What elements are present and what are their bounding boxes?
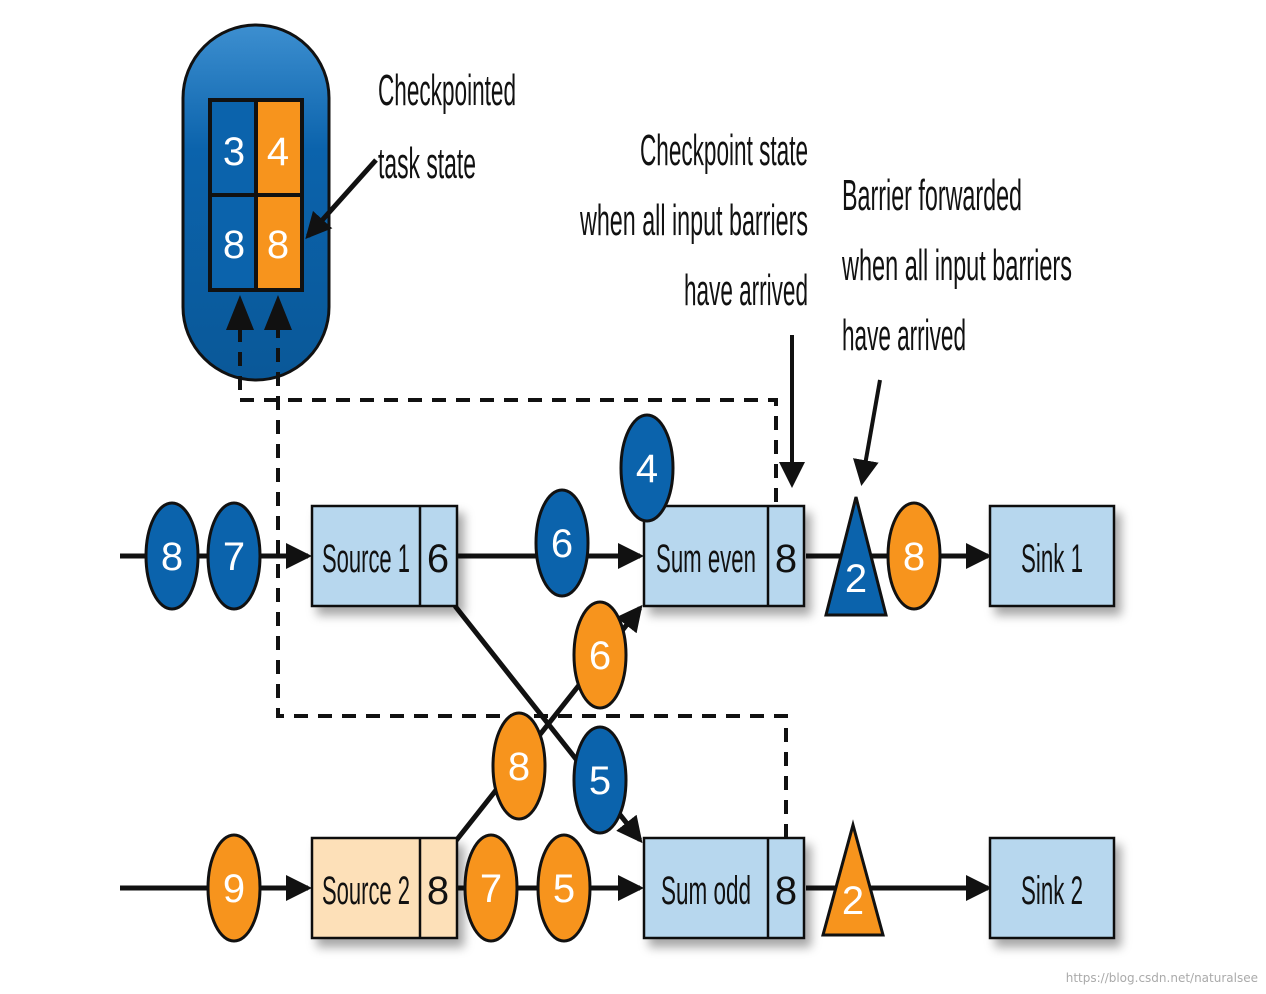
watermark: https://blog.csdn.net/naturalsee xyxy=(1066,971,1258,985)
state-cell-8a xyxy=(212,195,256,288)
annotation-barrier-forwarded: Barrier forwarded xyxy=(842,171,1022,220)
annotation-arrow xyxy=(305,158,378,239)
record-blue xyxy=(144,501,200,611)
barrier-blue xyxy=(824,496,888,617)
operator-state: 8 xyxy=(775,869,797,913)
state-cell-value: 4 xyxy=(267,130,289,174)
checkpoint-dashed-lines xyxy=(238,300,788,838)
record-blue xyxy=(534,488,590,598)
record-circles xyxy=(144,413,942,943)
annotation-checkpointed: Checkpointed xyxy=(378,66,516,115)
operator-state: 8 xyxy=(775,537,797,581)
record-value: 7 xyxy=(480,867,502,911)
record-value: 8 xyxy=(508,745,530,789)
operator-label: Source 2 xyxy=(322,869,410,913)
up-arrow-head xyxy=(226,295,254,330)
state-cell-value: 3 xyxy=(223,130,245,174)
operator-label: Sink 2 xyxy=(1021,869,1083,913)
record-orange xyxy=(463,833,519,943)
checkpoint-storage: 3 4 8 8 xyxy=(181,23,331,382)
operator-label: Source 1 xyxy=(322,537,410,581)
state-cell-3 xyxy=(212,102,256,195)
operator-state: 8 xyxy=(427,869,449,913)
state-cell-value: 8 xyxy=(223,223,245,267)
record-value: 9 xyxy=(223,867,245,911)
annotation-arrow xyxy=(853,379,882,486)
record-value: 8 xyxy=(903,535,925,579)
annotation-checkpoint-state: Checkpoint state xyxy=(640,126,808,175)
operator-label: Sum even xyxy=(656,537,756,581)
record-orange xyxy=(572,600,628,710)
operator-sink-2[interactable] xyxy=(988,836,1116,940)
annotation-barrier-forwarded: when all input barriers xyxy=(841,241,1072,290)
barrier-orange xyxy=(821,819,885,937)
annotation-checkpoint-state: have arrived xyxy=(684,266,808,315)
annotation-checkpointed: task state xyxy=(378,139,476,188)
state-cell-8b xyxy=(256,195,300,288)
record-orange xyxy=(491,711,547,821)
operator-label: Sum odd xyxy=(661,869,751,913)
operator-source-2[interactable] xyxy=(310,836,459,940)
operator-label: Sink 1 xyxy=(1021,537,1083,581)
record-value: 5 xyxy=(553,867,575,911)
record-orange xyxy=(886,501,942,611)
annotation-barrier-forwarded: have arrived xyxy=(842,311,966,360)
state-cell-4 xyxy=(256,102,300,195)
state-cell-value: 8 xyxy=(267,223,289,267)
record-orange xyxy=(206,833,262,943)
operator-sink-1[interactable] xyxy=(988,504,1116,608)
record-value: 5 xyxy=(589,759,611,803)
record-blue xyxy=(619,413,675,523)
annotation-checkpoint-state: when all input barriers xyxy=(579,196,808,245)
operator-sum-odd[interactable] xyxy=(642,836,806,940)
barrier-value: 2 xyxy=(845,557,867,601)
record-value: 7 xyxy=(223,535,245,579)
operator-source-1[interactable] xyxy=(310,504,459,608)
barrier-value: 2 xyxy=(842,879,864,923)
record-value: 8 xyxy=(161,535,183,579)
operator-state: 6 xyxy=(427,537,449,581)
record-orange xyxy=(536,833,592,943)
up-arrow-head xyxy=(264,295,292,330)
record-blue xyxy=(206,501,262,611)
record-value: 4 xyxy=(636,447,658,491)
record-value: 6 xyxy=(551,522,573,566)
record-blue xyxy=(572,725,628,835)
record-value: 6 xyxy=(589,634,611,678)
operator-sum-even[interactable] xyxy=(642,504,806,608)
